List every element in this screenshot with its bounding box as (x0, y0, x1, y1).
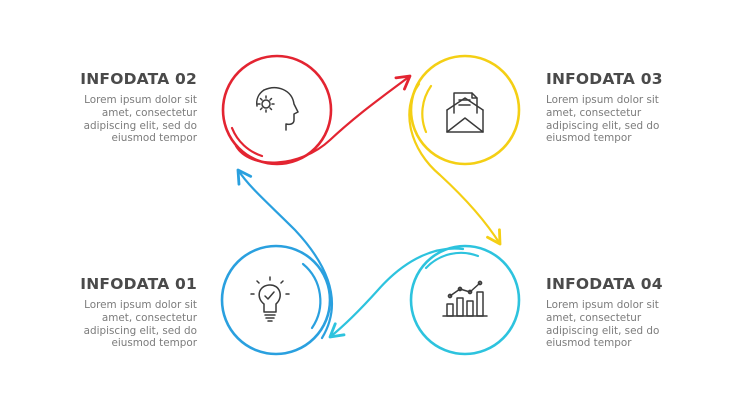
info-text-03: Lorem ipsum dolor sit amet, consectetur … (546, 94, 676, 145)
info-text-04-line: adipiscing elit, sed do (546, 324, 660, 337)
node-03-ring (409, 54, 521, 166)
info-title-03: INFODATA 03 (546, 70, 663, 88)
info-block-03: INFODATA 03 Lorem ipsum dolor sit amet, … (546, 70, 676, 145)
node-01 (220, 168, 333, 356)
info-text-02-line: eiusmod tempor (111, 132, 197, 145)
connector-arrow-02-03 (234, 74, 412, 164)
info-text-03-line: amet, consectetur (546, 106, 642, 119)
node-04-ring (409, 244, 521, 356)
node-02 (221, 54, 412, 166)
info-block-01: INFODATA 01 Lorem ipsum dolor sit amet, … (67, 275, 197, 350)
info-block-02: INFODATA 02 Lorem ipsum dolor sit amet, … (67, 70, 197, 145)
node-03 (408, 54, 521, 246)
head-gear-icon (256, 86, 299, 131)
connector-arrow-03-04 (408, 82, 502, 246)
info-text-03-line: adipiscing elit, sed do (546, 119, 660, 132)
node-01-ring (220, 244, 332, 356)
info-text-01-line: Lorem ipsum dolor sit (84, 299, 197, 311)
info-text-02-line: Lorem ipsum dolor sit (84, 94, 197, 106)
lightbulb-icon (250, 276, 290, 322)
connector-arrow-04-01 (328, 247, 465, 339)
info-text-01-line: adipiscing elit, sed do (83, 324, 197, 337)
node-03-inner-arc (421, 84, 433, 134)
info-title-04: INFODATA 04 (546, 275, 663, 293)
info-text-04-line: eiusmod tempor (546, 337, 632, 350)
info-text-01-line: amet, consectetur (101, 311, 197, 324)
info-text-01: Lorem ipsum dolor sit amet, consectetur … (67, 299, 197, 350)
info-text-02-line: amet, consectetur (101, 106, 197, 119)
info-text-03-line: eiusmod tempor (546, 132, 632, 145)
info-text-04-line: amet, consectetur (546, 311, 642, 324)
node-04-inner-arc (424, 251, 480, 270)
node-04 (328, 244, 521, 356)
node-02-ring (221, 54, 333, 166)
info-text-04: Lorem ipsum dolor sit amet, consectetur … (546, 299, 676, 350)
info-title-02: INFODATA 02 (80, 70, 197, 88)
node-02-inner-arc (230, 126, 264, 158)
info-text-01-line: eiusmod tempor (111, 337, 197, 350)
bar-chart-icon (442, 280, 488, 317)
envelope-icon (446, 92, 484, 133)
info-block-04: INFODATA 04 Lorem ipsum dolor sit amet, … (546, 275, 676, 350)
info-title-01: INFODATA 01 (80, 275, 197, 293)
connector-arrow-01-02 (236, 168, 333, 340)
info-text-02: Lorem ipsum dolor sit amet, consectetur … (67, 94, 197, 145)
info-text-04-line: Lorem ipsum dolor sit (546, 299, 659, 311)
node-01-inner-arc (301, 262, 322, 330)
info-text-02-line: adipiscing elit, sed do (83, 119, 197, 132)
info-text-03-line: Lorem ipsum dolor sit (546, 94, 659, 106)
